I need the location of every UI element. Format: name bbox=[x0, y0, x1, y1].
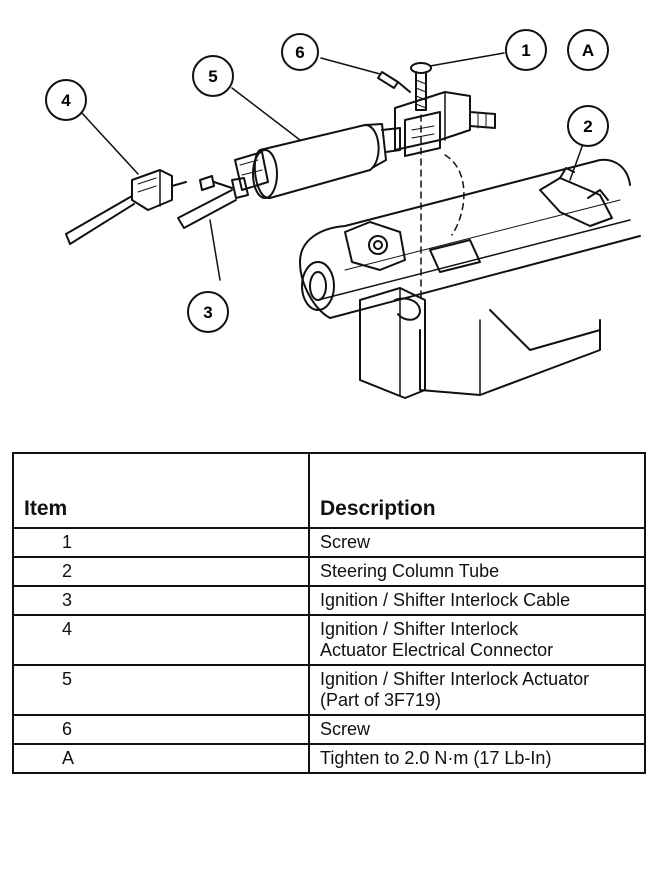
svg-text:A: A bbox=[582, 41, 594, 60]
table-row: 6 Screw bbox=[12, 714, 646, 745]
callout-6: 6 bbox=[281, 33, 319, 71]
callout-3: 3 bbox=[187, 291, 229, 333]
description-cell: Screw bbox=[308, 527, 646, 558]
svg-text:4: 4 bbox=[61, 91, 71, 110]
leader-lines bbox=[80, 52, 584, 281]
description-column-header: Description bbox=[308, 452, 646, 529]
item-cell: 5 bbox=[12, 664, 310, 716]
table-row: 1 Screw bbox=[12, 527, 646, 558]
actuator-body bbox=[231, 123, 401, 199]
mounting-bracket bbox=[344, 221, 481, 399]
legend-table: Item Description 1 Screw 2 Steering Colu… bbox=[12, 452, 646, 774]
svg-text:2: 2 bbox=[583, 117, 592, 136]
callout-a: A bbox=[567, 29, 609, 71]
table-row: 5 Ignition / Shifter Interlock Actuator … bbox=[12, 664, 646, 716]
table-row: 3 Ignition / Shifter Interlock Cable bbox=[12, 585, 646, 616]
svg-text:5: 5 bbox=[208, 67, 217, 86]
description-cell: Steering Column Tube bbox=[308, 556, 646, 587]
callout-4: 4 bbox=[45, 79, 87, 121]
item-column-header: Item bbox=[12, 452, 310, 529]
steering-column-tube bbox=[299, 158, 641, 396]
callout-1: 1 bbox=[505, 29, 547, 71]
interlock-cable bbox=[177, 175, 237, 229]
svg-text:1: 1 bbox=[521, 41, 530, 60]
description-cell: Ignition / Shifter Interlock Actuator (P… bbox=[308, 664, 646, 716]
exploded-view-illustration: 6 1 A 5 4 2 3 bbox=[45, 29, 641, 399]
table-row: 2 Steering Column Tube bbox=[12, 556, 646, 587]
description-cell: Ignition / Shifter Interlock Cable bbox=[308, 585, 646, 616]
electrical-connector bbox=[65, 169, 187, 245]
item-cell: 2 bbox=[12, 556, 310, 587]
svg-text:6: 6 bbox=[295, 43, 304, 62]
legend-header-row: Item Description bbox=[12, 452, 646, 529]
item-cell: 4 bbox=[12, 614, 310, 666]
table-row: 4 Ignition / Shifter Interlock Actuator … bbox=[12, 614, 646, 666]
screw-6 bbox=[377, 71, 411, 93]
table-row: A Tighten to 2.0 N·m (17 Lb-In) bbox=[12, 743, 646, 774]
description-cell: Tighten to 2.0 N·m (17 Lb-In) bbox=[308, 743, 646, 774]
svg-text:3: 3 bbox=[203, 303, 212, 322]
actuator-housing bbox=[394, 91, 496, 157]
screw-1 bbox=[410, 62, 465, 301]
item-cell: 6 bbox=[12, 714, 310, 745]
callout-5: 5 bbox=[192, 55, 234, 97]
item-cell: 3 bbox=[12, 585, 310, 616]
description-cell: Ignition / Shifter Interlock Actuator El… bbox=[308, 614, 646, 666]
callout-2: 2 bbox=[567, 105, 609, 147]
item-cell: 1 bbox=[12, 527, 310, 558]
item-cell: A bbox=[12, 743, 310, 774]
description-cell: Screw bbox=[308, 714, 646, 745]
